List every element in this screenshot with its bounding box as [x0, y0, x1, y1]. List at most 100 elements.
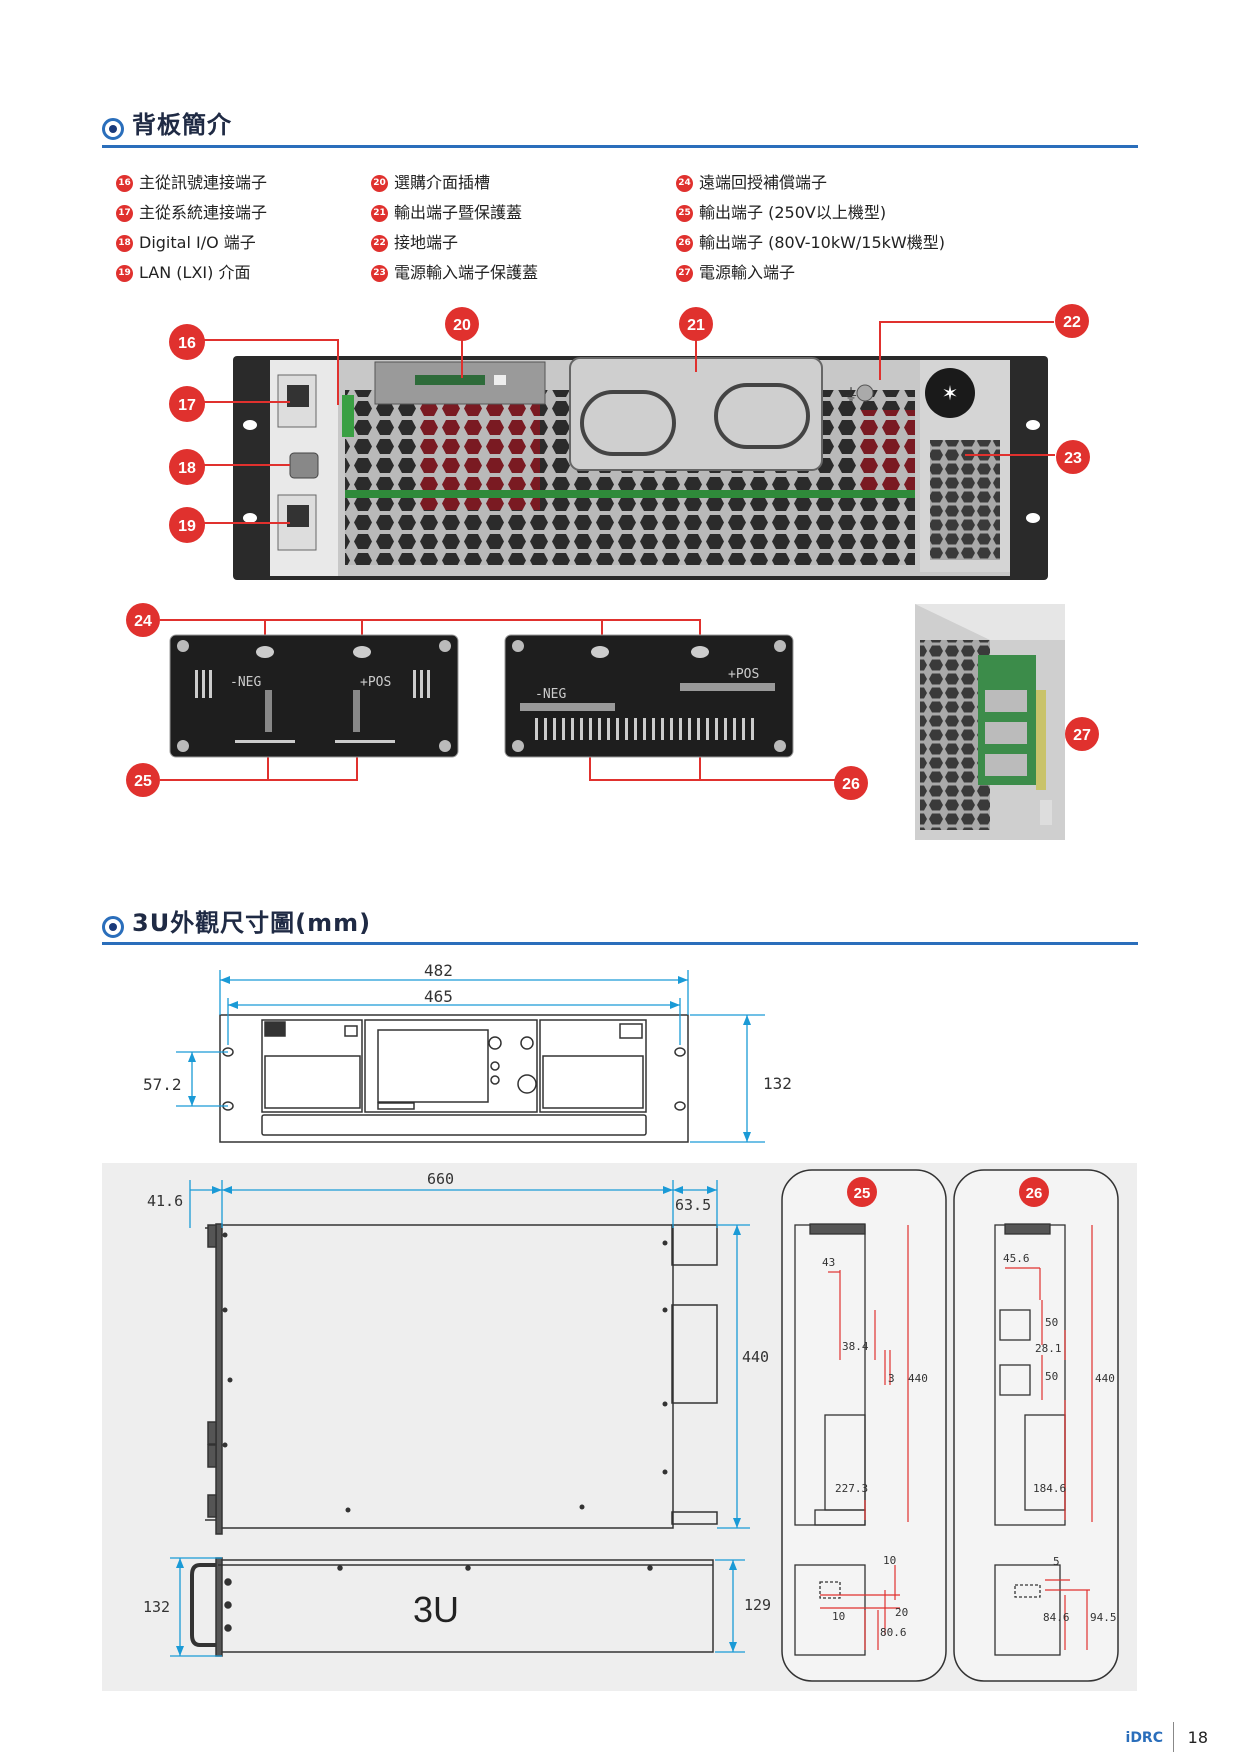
svg-text:⏚: ⏚ [843, 385, 859, 404]
svg-text:440: 440 [1095, 1372, 1115, 1385]
side-view-dots [222, 1232, 668, 1513]
svg-text:660: 660 [427, 1170, 454, 1188]
front-dimensions [176, 970, 765, 1143]
svg-text:94.5: 94.5 [1090, 1611, 1117, 1624]
svg-text:22: 22 [1063, 314, 1081, 331]
svg-text:3: 3 [888, 1372, 895, 1385]
svg-text:482: 482 [424, 961, 453, 980]
svg-text:20: 20 [895, 1606, 908, 1619]
detail-25-frame: 25 43 38.4 3 440 [781, 1169, 947, 1682]
callout-17: 17 [169, 386, 205, 422]
detail-26-frame: 26 45.6 50 28.1 50 [953, 1169, 1119, 1682]
section-title-dimensions: 3U外觀尺寸圖(mm) [102, 903, 371, 938]
callout-22: 22 [1055, 304, 1089, 338]
svg-text:184.6: 184.6 [1033, 1482, 1066, 1495]
svg-text:17: 17 [178, 397, 196, 414]
callout-27: 27 [1065, 717, 1099, 751]
label-3u: 3U [413, 1589, 459, 1630]
svg-text:465: 465 [424, 987, 453, 1006]
svg-text:41.6: 41.6 [147, 1192, 183, 1210]
output-panel-80v: -NEG +POS [504, 634, 794, 758]
output-panel-250v: -NEG +POS [169, 634, 459, 758]
callout-19: 19 [169, 507, 205, 543]
svg-text:23: 23 [1064, 450, 1082, 467]
svg-text:20: 20 [453, 317, 471, 334]
front-dim-labels: 482 465 57.2 132 [143, 961, 792, 1094]
callout-24: 24 [126, 603, 160, 637]
callout-26: 26 [834, 766, 868, 800]
page-number: 18 [1187, 1728, 1208, 1747]
callout-25: 25 [126, 763, 160, 797]
callout-badges: 16 17 18 19 20 21 22 23 24 25 26 27 [126, 304, 1099, 800]
svg-text:-NEG: -NEG [535, 687, 566, 702]
callout-18: 18 [169, 449, 205, 485]
bottom-dim-arrows [176, 1558, 737, 1656]
callout-20: 20 [445, 307, 479, 341]
side-dim-labels: 660 41.6 63.5 440 [147, 1170, 769, 1366]
power-input-photo [915, 604, 1065, 840]
bottom-dim-labels: 132 129 [143, 1596, 771, 1616]
svg-text:43: 43 [822, 1256, 835, 1269]
svg-text:132: 132 [763, 1074, 792, 1093]
section-title-rear-panel: 背板簡介 [102, 105, 232, 140]
svg-text:50: 50 [1045, 1316, 1058, 1329]
brand-logo: iDRC [1125, 1730, 1163, 1746]
callout-16: 16 [169, 324, 205, 360]
svg-text:16: 16 [178, 335, 196, 352]
svg-text:132: 132 [143, 1598, 170, 1616]
svg-text:57.2: 57.2 [143, 1075, 182, 1094]
rear-panel-photo: ✶ ⏚ [233, 356, 1048, 580]
section-rule [102, 942, 1138, 945]
svg-text:26: 26 [842, 776, 860, 793]
svg-text:+POS: +POS [728, 667, 759, 682]
svg-text:80.6: 80.6 [880, 1626, 907, 1639]
svg-text:-NEG: -NEG [230, 675, 261, 690]
svg-text:50: 50 [1045, 1370, 1058, 1383]
svg-text:✶: ✶ [942, 381, 959, 405]
svg-text:19: 19 [178, 518, 196, 535]
svg-text:227.3: 227.3 [835, 1482, 868, 1495]
svg-text:440: 440 [742, 1348, 769, 1366]
svg-text:27: 27 [1073, 727, 1091, 744]
svg-text:45.6: 45.6 [1003, 1252, 1030, 1265]
svg-text:10: 10 [883, 1554, 896, 1567]
svg-text:25: 25 [134, 773, 152, 790]
svg-text:10: 10 [832, 1610, 845, 1623]
section-bullet-icon [102, 117, 124, 140]
bottom-dimensions [170, 1557, 745, 1657]
svg-text:25: 25 [854, 1185, 871, 1202]
footer-divider [1173, 1722, 1174, 1752]
svg-text:21: 21 [687, 317, 705, 334]
svg-text:5: 5 [1053, 1555, 1060, 1568]
side-view-bottom [190, 1557, 714, 1657]
section-title-text: 3U外觀尺寸圖(mm) [132, 909, 372, 937]
svg-text:38.4: 38.4 [842, 1340, 869, 1353]
svg-text:+POS: +POS [360, 675, 391, 690]
callout-23: 23 [1056, 440, 1090, 474]
svg-text:28.1: 28.1 [1035, 1342, 1062, 1355]
section-rule [102, 145, 1138, 148]
svg-text:440: 440 [908, 1372, 928, 1385]
svg-text:18: 18 [178, 460, 196, 477]
svg-text:129: 129 [744, 1596, 771, 1614]
callout-21: 21 [679, 307, 713, 341]
svg-text:84.6: 84.6 [1043, 1611, 1070, 1624]
front-dim-arrows [188, 976, 751, 1142]
side-view-top [205, 1223, 718, 1535]
front-view-drawing [219, 1014, 689, 1143]
svg-text:26: 26 [1026, 1185, 1043, 1202]
